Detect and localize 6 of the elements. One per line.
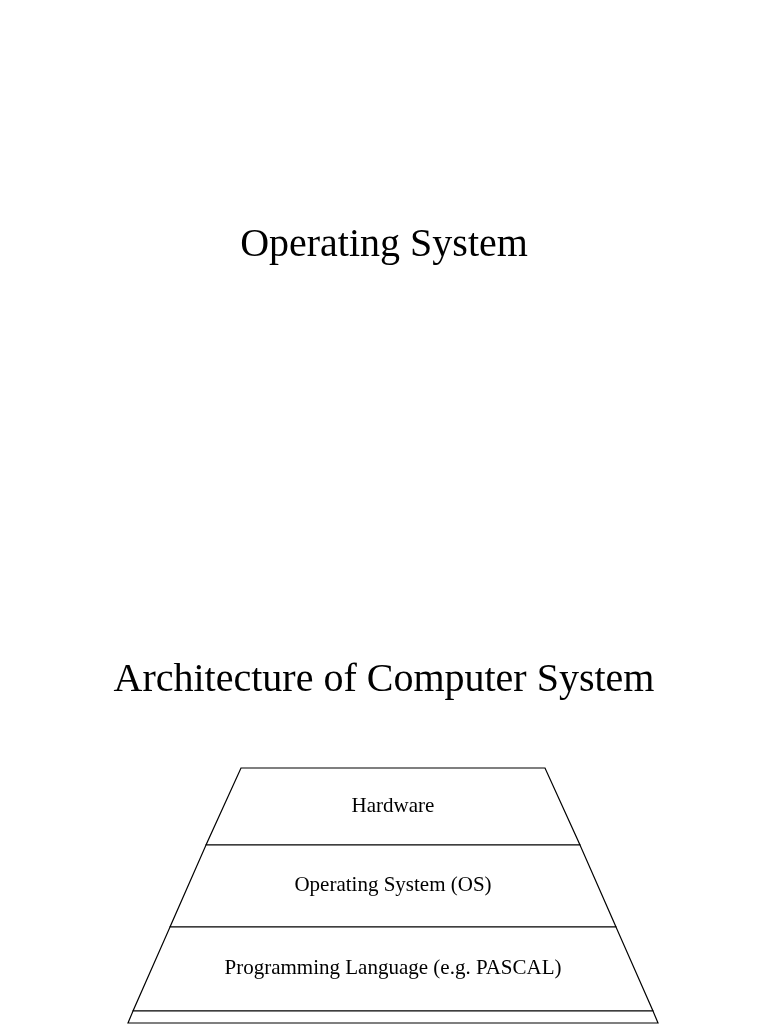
slide-heading: Operating System (240, 219, 528, 267)
slide-heading: Architecture of Computer System (113, 654, 655, 702)
layer-band (128, 1011, 658, 1023)
layer-band: Programming Language (e.g. PASCAL) (133, 927, 653, 1011)
layer-band: Operating System (OS) (170, 845, 616, 927)
layer-band: Hardware (206, 768, 580, 845)
